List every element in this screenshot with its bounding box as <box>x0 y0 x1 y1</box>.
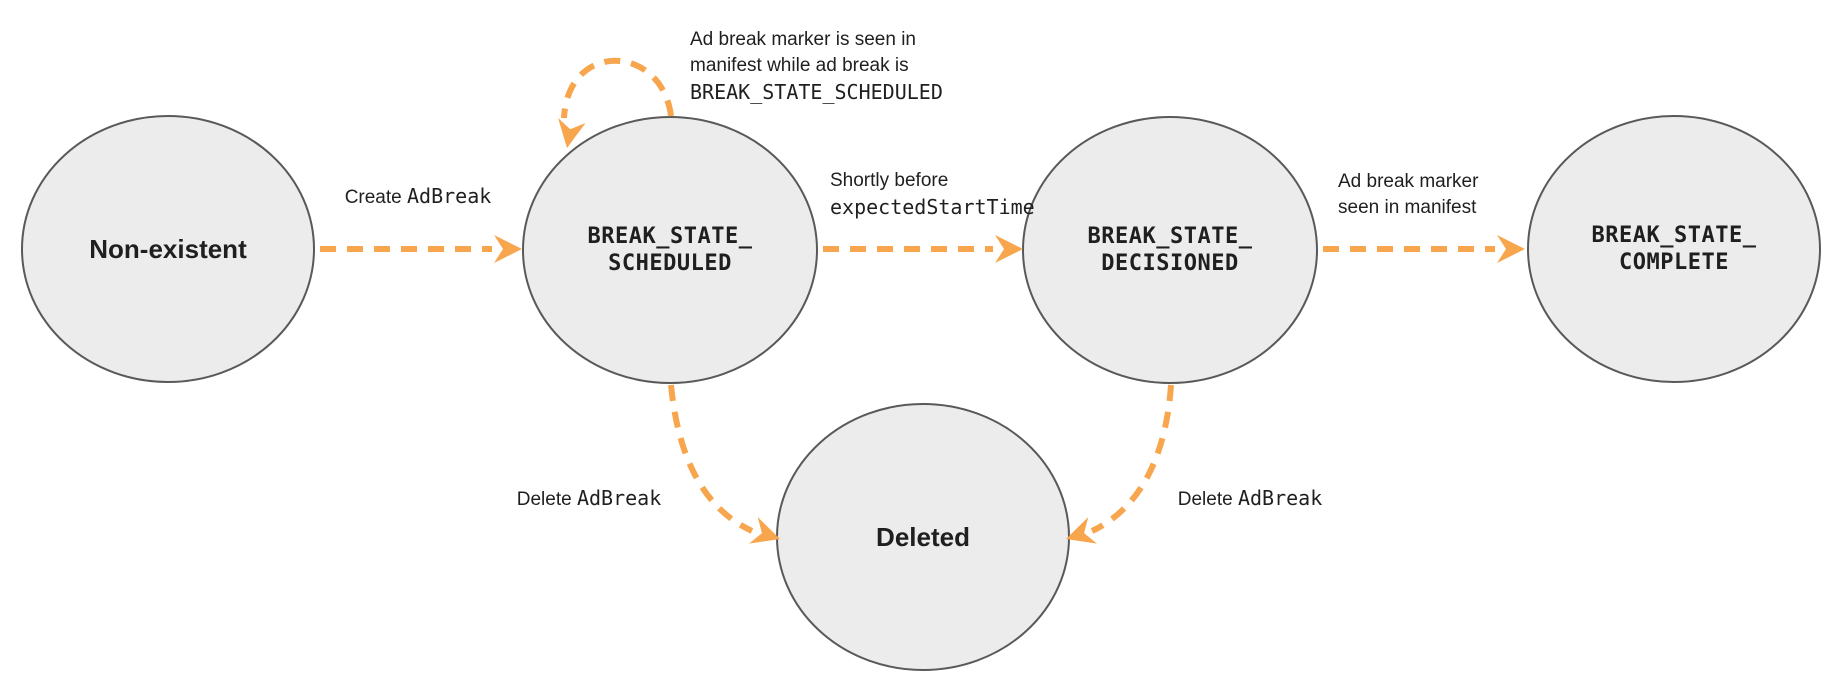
state-label-line: BREAK_STATE_ <box>1591 223 1757 248</box>
edge-label-self-loop: Ad break marker is seen in manifest whil… <box>690 27 943 105</box>
state-label-text: Deleted <box>876 522 970 552</box>
arrowhead-create-adbreak-icon <box>494 235 522 263</box>
state-label-line: COMPLETE <box>1619 250 1729 275</box>
arrowhead-delete-right-icon <box>1066 517 1097 544</box>
edge-label-line: Ad break marker <box>1338 171 1479 192</box>
state-label-line: BREAK_STATE_ <box>1087 224 1253 249</box>
edge-label-code: AdBreak <box>1237 486 1323 510</box>
edge-label-create-adbreak: Create AdBreak <box>345 183 492 211</box>
edge-label-code: AdBreak <box>407 184 492 208</box>
edge-label-line: Ad break marker is seen in <box>690 29 916 50</box>
state-label-decisioned: BREAK_STATE_ DECISIONED <box>1088 223 1253 277</box>
edge-label-shortly-before: Shortly before expectedStartTime <box>830 168 1035 220</box>
state-label-scheduled: BREAK_STATE_ SCHEDULED <box>588 223 753 277</box>
edge-label-marker-seen: Ad break marker seen in manifest <box>1338 169 1478 221</box>
edge-delete-from-decisioned <box>1090 384 1174 534</box>
edge-label-delete-left: Delete AdBreak <box>517 485 662 513</box>
state-label-line: DECISIONED <box>1101 251 1239 276</box>
edge-label-text: Shortly before <box>830 170 949 191</box>
state-label-complete: BREAK_STATE_ COMPLETE <box>1592 222 1757 276</box>
edge-label-text: Delete <box>1177 489 1238 510</box>
edge-label-text: Delete <box>516 489 577 510</box>
state-circle-non-existent <box>21 115 315 383</box>
state-circle-scheduled <box>522 116 818 384</box>
arrowhead-shortly-before-icon <box>995 235 1023 263</box>
state-label-deleted: Deleted <box>876 522 970 552</box>
arrowhead-marker-seen-icon <box>1497 235 1525 263</box>
state-label-line: BREAK_STATE_ <box>587 224 753 249</box>
state-label-non-existent: Non-existent <box>89 234 246 264</box>
edge-label-code: AdBreak <box>576 486 662 510</box>
edge-label-code: BREAK_STATE_SCHEDULED <box>690 80 943 104</box>
edge-label-line: manifest while ad break is <box>690 55 909 76</box>
state-circle-complete <box>1527 115 1821 383</box>
edge-label-delete-right: Delete AdBreak <box>1178 485 1323 513</box>
edge-label-line: seen in manifest <box>1338 197 1477 218</box>
edge-label-code: expectedStartTime <box>830 195 1035 219</box>
edge-self-loop-scheduled <box>561 57 674 119</box>
arrowhead-delete-left-icon <box>749 517 780 544</box>
state-label-line: SCHEDULED <box>608 251 732 276</box>
arrowhead-self-loop-icon <box>558 117 586 148</box>
edge-delete-from-scheduled <box>668 384 754 534</box>
state-circle-decisioned <box>1022 116 1318 384</box>
state-label-text: Non-existent <box>89 234 247 264</box>
edge-label-text: Create <box>344 187 408 208</box>
